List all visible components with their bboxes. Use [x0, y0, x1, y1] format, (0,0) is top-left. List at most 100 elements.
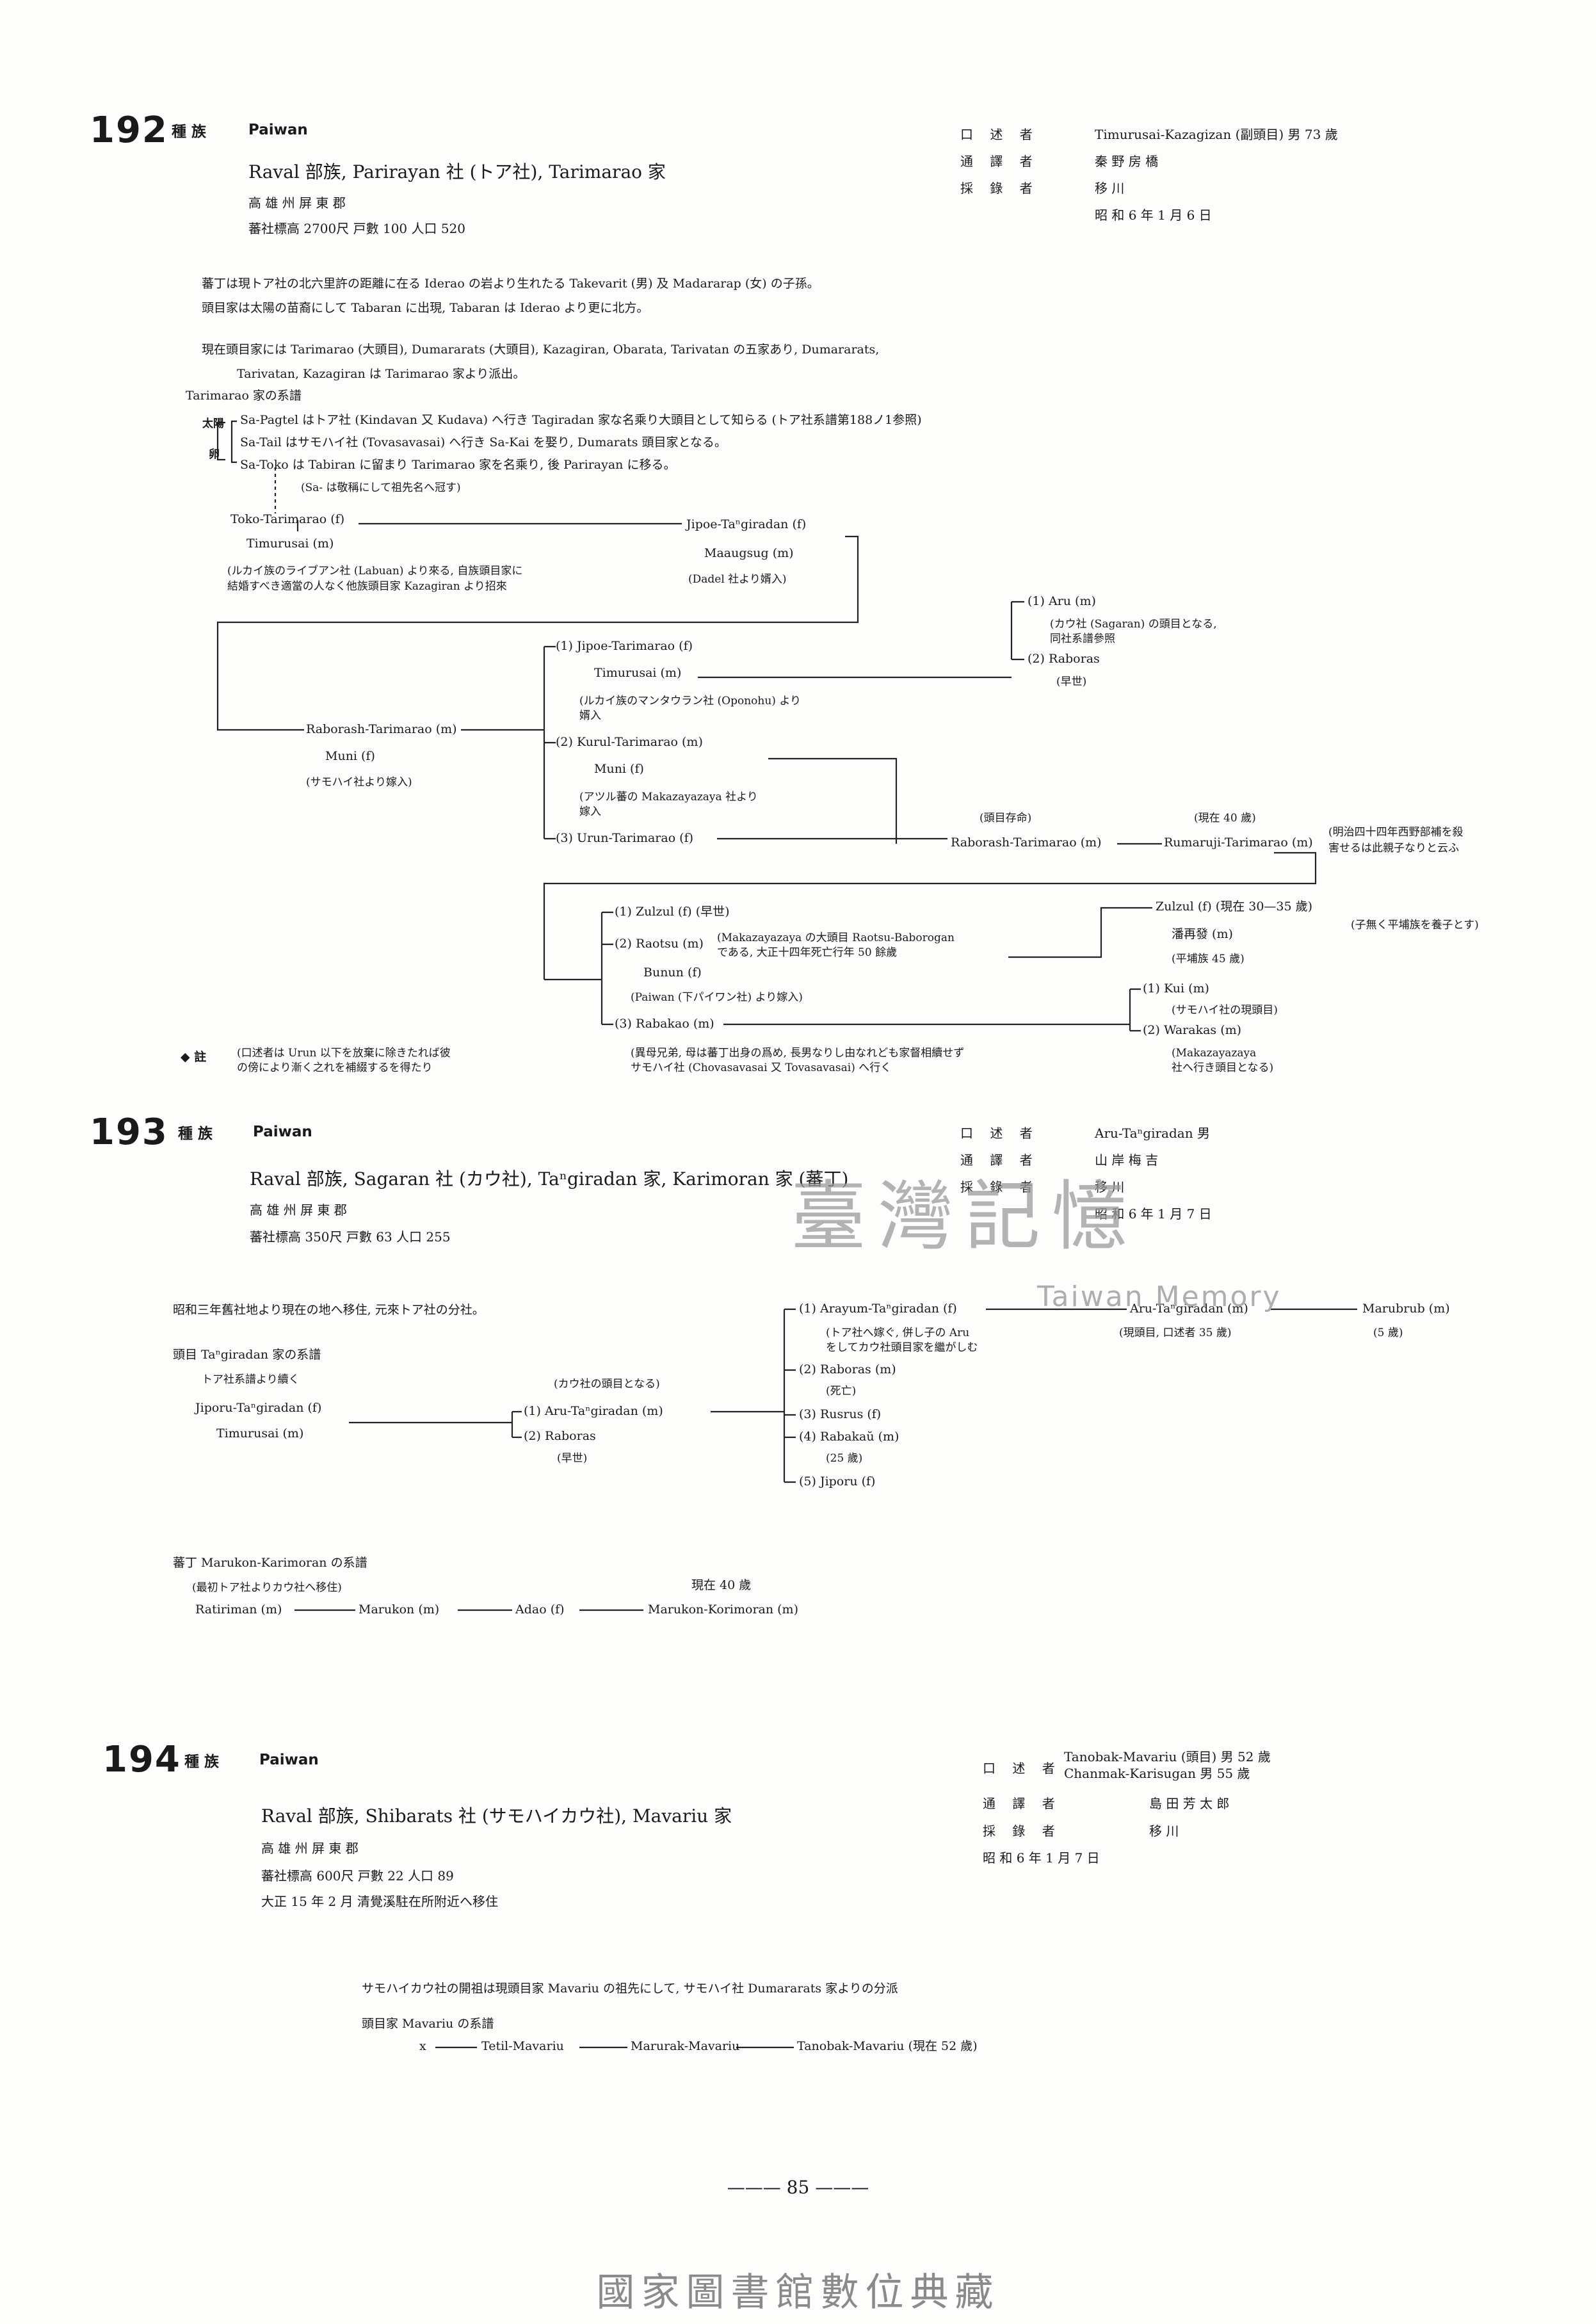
footnote-text: の傍により漸く之れを補綴するを得たり: [237, 1061, 433, 1074]
meta-row-1: 通 譯 者島 田 芳 太 郎: [983, 1796, 1230, 1811]
entry-number-193: 193: [90, 1111, 168, 1153]
genealogy-note: トア社系譜より續く: [202, 1373, 300, 1386]
tribe-name: Paiwan: [259, 1752, 319, 1768]
footnote-text: (口述者は Urun 以下を放棄に除きたれば彼: [237, 1047, 451, 1060]
genealogy-note: (Dadel 社より婿入): [688, 573, 787, 586]
person: (1) Aru (m): [1028, 594, 1096, 608]
sun-bracket: [216, 421, 225, 461]
person: (3) Rusrus (f): [799, 1407, 882, 1421]
egg-label: 卵: [209, 448, 220, 461]
person: Bunun (f): [643, 965, 702, 980]
genealogy-note: (サモハイ社より嫁入): [306, 776, 412, 789]
genealogy-note: (平埔族 45 歲): [1172, 953, 1245, 965]
person: (2) Raboras: [1028, 652, 1100, 666]
meta-row-1: 通 譯 者秦 野 房 橋: [960, 154, 1159, 169]
genealogy-note: (現在 40 歲): [1194, 812, 1256, 825]
person: (2) Kurul-Tarimarao (m): [556, 735, 703, 749]
meta-row-3: 昭 和 6 年 1 月 7 日: [1095, 1206, 1212, 1222]
genealogy-note: (トア社へ嫁ぐ, 併し子の Aru: [826, 1327, 970, 1339]
genealogy-note: (現頭目, 口述者 35 歲): [1119, 1327, 1232, 1339]
entry-title: Raval 部族, Shibarats 社 (サモハイカウ社), Mavariu…: [261, 1805, 732, 1827]
meta-row-2: 採 錄 者移 川: [960, 181, 1125, 196]
jipoe-family-line: [216, 535, 859, 731]
genealogy-note: (Makazayazaya の大頭目 Raotsu-Baborogan: [717, 932, 955, 944]
meta-value: Tanobak-Mavariu (頭目) 男 52 歲: [1064, 1749, 1271, 1764]
genealogy-note: 嫁入: [579, 805, 601, 818]
genealogy-note: (早世): [557, 1452, 588, 1465]
entry-number-192: 192: [90, 109, 168, 151]
lineage-heading: 蕃丁 Marukon-Karimoran の系譜: [173, 1556, 367, 1570]
intro-line: サモハイカウ社の開祖は現頭目家 Mavariu の祖先にして, サモハイ社 Du…: [362, 1981, 898, 1996]
genealogy-note: (カウ社の頭目となる): [554, 1378, 660, 1391]
entry-region: 高 雄 州 屏 東 郡: [248, 195, 346, 211]
footer-archive-label: 國家圖書館數位典藏: [596, 2270, 1000, 2315]
raotsu-zulzul-line: [1008, 907, 1152, 958]
intro-line: 昭和三年舊社地より現在の地へ移住, 元來トア社の分社。: [173, 1303, 485, 1317]
rumaruji-down-line: [543, 851, 1317, 980]
person: (1) Jipoe-Tarimarao (f): [556, 639, 693, 653]
person: (3) Rabakao (m): [615, 1017, 714, 1031]
person: Marukon (m): [359, 1602, 440, 1617]
person: (1) Kui (m): [1143, 981, 1209, 996]
sa-bracket: [230, 420, 237, 464]
person: Toko-Tarimarao (f): [230, 512, 345, 526]
person: Zulzul (f) (現在 30—35 歲): [1156, 900, 1313, 914]
person: (2) Raboras: [524, 1429, 596, 1443]
entry-stats: 蕃社標高 350尺 戸數 63 人口 255: [250, 1229, 451, 1245]
genealogy-note: 同社系譜參照: [1050, 633, 1115, 645]
person: (4) Rabakaŭ (m): [799, 1430, 899, 1444]
person: Jiporu-Taⁿgiradan (f): [195, 1401, 322, 1415]
footnote-label: ◆ 註: [181, 1050, 207, 1064]
entry-region: 高 雄 州 屏 東 郡: [250, 1202, 347, 1218]
genealogy-entry: Sa-Toko は Tabiran に留まり Tarimarao 家を名乘り, …: [240, 458, 676, 472]
entry-stats: 蕃社標高 2700尺 戸數 100 人口 520: [248, 221, 466, 236]
tribe-label: 種 族: [184, 1753, 220, 1770]
meta-row-3: 昭 和 6 年 1 月 6 日: [1095, 207, 1212, 223]
meta-row-2: 採 錄 者移 川: [960, 1179, 1125, 1195]
person: (2) Warakas (m): [1143, 1023, 1242, 1037]
meta-row-0: 口 述 者: [983, 1761, 1061, 1776]
genealogy-note: 結婚すべき適當の人なく他族頭目家 Kazagiran より招來: [227, 580, 507, 593]
watermark-logo: 臺灣記憶: [791, 1172, 1140, 1261]
person: Ratiriman (m): [195, 1602, 282, 1617]
genealogy-note: (早世): [1056, 675, 1087, 688]
person: Jipoe-Taⁿgiradan (f): [686, 517, 807, 531]
genealogy-note: 害せるは此親子なりと云ふ: [1328, 842, 1459, 855]
genealogy-note: (Paiwan (下パイワン社) より嫁入): [631, 991, 803, 1004]
person: Timurusai (m): [216, 1426, 304, 1440]
genealogy-note: (ルカイ族のライブアン社 (Labuan) より來る, 自族頭目家に: [227, 565, 523, 577]
person: x: [419, 2039, 426, 2053]
sun-label: 太陽: [202, 417, 224, 430]
genealogy-entry: Sa-Tail はサモハイ社 (Tovasavasai) へ行き Sa-Kai …: [240, 435, 727, 449]
person: Muni (f): [594, 762, 644, 776]
genealogy-note: サモハイ社 (Chovasavasai 又 Tovasavasai) へ行く: [631, 1061, 892, 1074]
entry-title: Raval 部族, Sagaran 社 (カウ社), Taⁿgiradan 家,…: [250, 1168, 849, 1190]
person: Timurusai (m): [594, 666, 682, 680]
person: (5) Jiporu (f): [799, 1474, 876, 1489]
person: (3) Urun-Tarimarao (f): [556, 831, 694, 845]
lineage-heading: 頭目家 Mavariu の系譜: [362, 2017, 494, 2031]
intro-line: Tarivatan, Kazagiran は Tarimarao 家より派出。: [237, 367, 526, 381]
genealogy-note: (Sa- は敬稱にして祖先名へ冠す): [301, 481, 461, 494]
genealogy-note: (Makazayazaya: [1172, 1047, 1257, 1060]
person: Adao (f): [515, 1602, 565, 1617]
genealogy-note: (明治四十四年西野部補を殺: [1328, 826, 1463, 839]
tribe-name: Paiwan: [248, 122, 308, 138]
person: Tanobak-Mavariu (現在 52 歲): [797, 2039, 978, 2053]
person: (2) Raboras (m): [799, 1362, 896, 1376]
entry-move: 大正 15 年 2 月 清覺溪駐在所附近へ移住: [261, 1894, 498, 1909]
person: Marubrub (m): [1362, 1302, 1450, 1316]
genealogy-note: (アツル蕃の Makazayazaya 社より: [579, 791, 758, 803]
entry-number-194: 194: [102, 1739, 181, 1780]
genealogy-note: (子無く平埔族を養子とす): [1351, 919, 1479, 932]
genealogy-note: (サモハイ社の現頭目): [1172, 1004, 1278, 1017]
entry-title: Raval 部族, Parirayan 社 (トア社), Tarimarao 家: [248, 161, 666, 182]
person: (2) Raotsu (m): [615, 937, 704, 951]
tribe-name: Paiwan: [253, 1124, 312, 1140]
person: Marukon-Korimoran (m): [648, 1602, 798, 1617]
person: Aru-Taⁿgiradan (m): [1130, 1302, 1248, 1316]
